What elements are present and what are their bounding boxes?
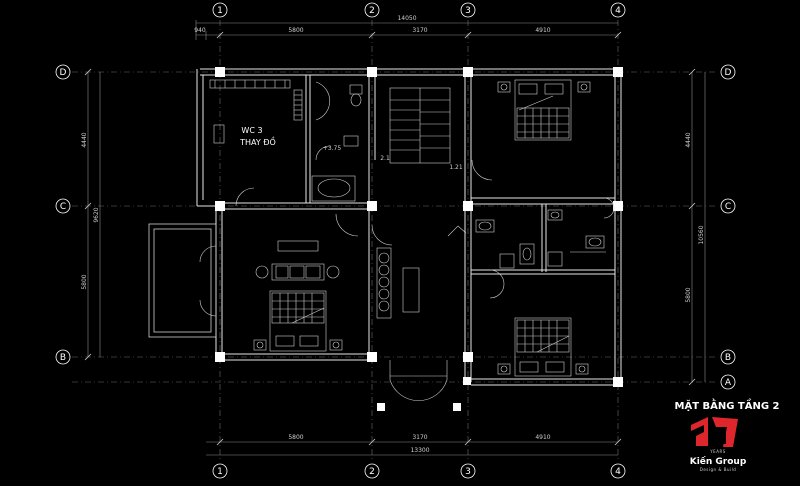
axis-right-b: B — [725, 353, 731, 363]
axis-right-c: C — [725, 202, 731, 212]
axis-bottom-3: 3 — [465, 467, 471, 477]
walls — [196, 68, 622, 386]
room-labels: WC 3 THAY ĐỒ 2.1 1.21 +3.75 — [239, 126, 463, 171]
axis-left-d: D — [60, 68, 67, 78]
level-3-75: +3.75 — [323, 145, 342, 152]
axis-right-a: A — [725, 378, 732, 388]
axis-bottom-2: 2 — [369, 467, 375, 477]
drawing-title: MẶT BẰNG TẦNG 2 — [675, 397, 780, 412]
dim-left-seg-2: 5800 — [81, 274, 88, 289]
dim-bottom-total: 13300 — [410, 447, 429, 454]
lounge-furniture — [371, 159, 493, 401]
dim-bottom-seg-3: 4910 — [535, 434, 550, 441]
dim-bottom-seg-2: 3170 — [412, 434, 427, 441]
balcony-left — [148, 223, 217, 338]
axis-bottom-4: 4 — [615, 467, 621, 477]
dimension-texts: 14050 940 5800 3170 4910 5800 3170 4910 … — [81, 15, 705, 454]
dim-left-short: 9620 — [93, 207, 100, 222]
dim-right-seg-2: 5800 — [685, 287, 692, 302]
axis-top-3: 3 — [465, 6, 471, 16]
axis-top-4: 4 — [615, 6, 621, 16]
level-1-21: 1.21 — [449, 164, 463, 171]
logo-brand: Kiến Group — [690, 456, 747, 467]
dim-top-seg-2: 3170 — [412, 27, 427, 34]
dim-top-offset: 940 — [194, 27, 206, 34]
logo-years: YEARS — [709, 449, 726, 454]
dim-bottom-seg-1: 5800 — [288, 434, 303, 441]
label-wc: WC 3 — [241, 126, 262, 135]
level-2-1: 2.1 — [380, 155, 390, 162]
axis-right-d: D — [725, 68, 732, 78]
dim-right-seg-1: 4440 — [685, 132, 692, 147]
dim-right-total: 10560 — [698, 225, 705, 244]
company-logo: YEARS Kiến Group Design & Build 20 — [690, 417, 747, 472]
grid-lines — [72, 20, 718, 462]
axis-labels: 1 2 3 4 1 2 3 4 D C B D C B A — [60, 6, 732, 477]
wc-fixtures — [311, 81, 615, 299]
wardrobe-dressing — [209, 79, 303, 207]
bedroom-right-top-furniture — [497, 79, 591, 141]
axis-left-c: C — [60, 202, 66, 212]
dim-left-seg-1: 4440 — [81, 132, 88, 147]
logo-tagline: Design & Build — [700, 467, 737, 472]
staircase — [389, 87, 451, 164]
axis-top-2: 2 — [369, 6, 375, 16]
logo-20-mark — [691, 417, 738, 447]
structural-columns — [215, 67, 623, 411]
axis-left-b: B — [60, 353, 66, 363]
dim-top-seg-3: 4910 — [535, 27, 550, 34]
axis-bottom-1: 1 — [217, 467, 223, 477]
dim-top-total: 14050 — [397, 15, 416, 22]
dim-top-seg-1: 5800 — [288, 27, 303, 34]
dimension-lines — [87, 20, 706, 456]
bedroom-right-bottom-furniture — [497, 251, 606, 377]
label-dressing: THAY ĐỒ — [239, 135, 276, 147]
dimension-ticks — [84, 31, 696, 446]
axis-bubbles — [55, 2, 736, 479]
bedroom-left-furniture — [199, 213, 359, 352]
axis-top-1: 1 — [217, 6, 223, 16]
